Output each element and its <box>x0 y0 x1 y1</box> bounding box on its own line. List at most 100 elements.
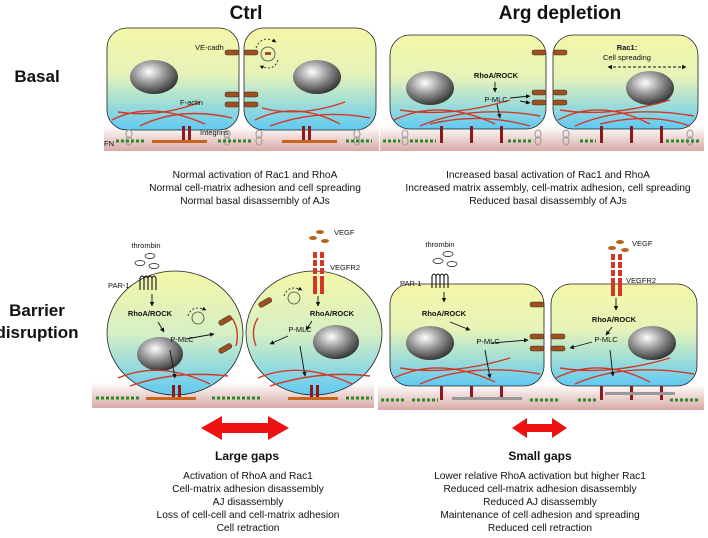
label-small-gaps: Small gaps <box>508 449 572 463</box>
caption-barrier-ctrl: Activation of RhoA and Rac1 Cell-matrix … <box>157 471 340 534</box>
label-rhoa-rock: RhoA/ROCK <box>422 309 467 318</box>
matrix-fiber <box>452 397 522 400</box>
integrin-stalks <box>172 385 319 399</box>
par1-receptor <box>431 273 449 288</box>
label-rhoa-rock: RhoA/ROCK <box>474 71 519 80</box>
fibronectin-bar <box>282 140 337 143</box>
caption-line: Normal basal disassembly of AJs <box>180 196 329 207</box>
nucleus <box>293 60 341 94</box>
cell-left <box>389 34 547 130</box>
endocytosis-cycle <box>187 286 303 325</box>
caption-line: Increased basal activation of Rac1 and R… <box>446 170 650 181</box>
label-p-mlc: P-MLC <box>484 95 508 104</box>
cell-right <box>552 34 699 130</box>
thrombin-molecules <box>432 251 458 267</box>
actin-fibers <box>393 99 695 127</box>
caption-barrier-arg: Lower relative RhoA activation but highe… <box>434 471 646 534</box>
thrombin-molecules <box>134 253 160 269</box>
panel-basal-ctrl: VE-cadh F-actin Integrins FN <box>104 27 379 151</box>
vegf-molecules <box>309 230 329 243</box>
matrix-layer <box>378 384 704 410</box>
signaling-arrows <box>149 294 321 379</box>
ve-cadherin-junction <box>531 49 568 106</box>
caption-line: Activation of RhoA and Rac1 <box>183 471 313 482</box>
signaling-arrows <box>492 64 687 119</box>
caption-line: Reduced AJ disassembly <box>483 497 598 508</box>
caption-basal-arg: Increased basal activation of Rac1 and R… <box>405 170 691 207</box>
ve-cadherin-junction <box>224 49 259 108</box>
label-rhoa-rock: RhoA/ROCK <box>310 309 355 318</box>
label-fn: FN <box>104 139 114 148</box>
label-p-mlc: P-MLC <box>476 337 500 346</box>
caption-line: Cell retraction <box>217 523 280 534</box>
integrin-stalks <box>182 126 311 143</box>
caption-line: Maintenance of cell adhesion and spreadi… <box>440 510 640 521</box>
label-thrombin: thrombin <box>425 240 454 249</box>
nucleus <box>628 326 676 360</box>
endocytosis-cycle <box>255 38 279 70</box>
nucleus <box>406 326 454 360</box>
fibronectin-bar <box>152 140 207 143</box>
nucleus <box>626 71 674 105</box>
label-integrins: Integrins <box>200 128 229 137</box>
label-rhoa-rock: RhoA/ROCK <box>128 309 173 318</box>
actin-fibers <box>111 101 371 127</box>
large-gap-arrow <box>201 416 289 440</box>
vegf-molecules <box>608 240 629 252</box>
caption-line: Increased matrix assembly, cell-matrix a… <box>405 183 691 194</box>
caption-line: Cell-matrix adhesion disassembly <box>172 484 325 495</box>
panel-basal-arg: RhoA/ROCK P-MLC Rac1: Cell spreading <box>380 34 704 151</box>
caption-line: Reduced cell-matrix adhesion disassembly <box>443 484 637 495</box>
label-p-mlc: P-MLC <box>288 325 312 334</box>
nucleus <box>130 60 178 94</box>
panel-barrier-ctrl: thrombin PAR-1 RhoA/ROCK P-MLC VEGF VEGF… <box>92 228 383 408</box>
label-par1: PAR-1 <box>400 279 422 288</box>
par1-receptor <box>139 275 157 290</box>
label-vegfr2: VEGFR2 <box>330 263 360 272</box>
row-label-barrier-2: disruption <box>0 323 79 342</box>
nucleus <box>137 337 183 371</box>
label-ve-cadh: VE-cadh <box>195 43 224 52</box>
column-header-arg-depletion: Arg depletion <box>499 3 621 24</box>
fibronectin-bar <box>146 397 196 400</box>
caption-line: AJ disassembly <box>213 497 285 508</box>
nucleus <box>406 71 454 105</box>
matrix-fiber <box>605 392 675 395</box>
small-gap-arrow <box>512 418 567 438</box>
label-rac1: Rac1: <box>617 43 637 52</box>
label-f-actin: F-actin <box>180 98 203 107</box>
row-label-barrier-1: Barrier <box>9 301 65 320</box>
caption-line: Normal cell-matrix adhesion and cell spr… <box>149 183 361 194</box>
caption-line: Normal activation of Rac1 and RhoA <box>173 170 338 181</box>
label-large-gaps: Large gaps <box>215 449 279 463</box>
integrin-stalks <box>440 126 663 143</box>
label-p-mlc: P-MLC <box>170 335 194 344</box>
label-thrombin: thrombin <box>131 241 160 250</box>
label-p-mlc: P-MLC <box>594 335 618 344</box>
actin-fibers <box>393 357 695 385</box>
matrix-layer <box>380 126 704 151</box>
label-par1: PAR-1 <box>108 281 130 290</box>
nucleus <box>313 325 359 359</box>
label-vegf: VEGF <box>632 239 653 248</box>
caption-line: Lower relative RhoA activation but highe… <box>434 471 646 482</box>
actin-fibers <box>117 317 371 387</box>
panel-barrier-arg: thrombin PAR-1 RhoA/ROCK P-MLC VEGF VEGF… <box>378 239 704 410</box>
label-vegfr2: VEGFR2 <box>626 276 656 285</box>
caption-basal-ctrl: Normal activation of Rac1 and RhoA Norma… <box>149 170 361 207</box>
ve-cadherin-junction <box>529 301 566 352</box>
label-rhoa-rock: RhoA/ROCK <box>592 315 637 324</box>
vegfr2-receptor <box>611 254 622 296</box>
caption-line: Reduced cell retraction <box>488 523 592 534</box>
label-cell-spreading: Cell spreading <box>603 53 651 62</box>
ve-cadherin-junction <box>218 297 273 354</box>
fibronectin-bar <box>288 397 338 400</box>
column-header-ctrl: Ctrl <box>230 3 263 24</box>
vegfr2-receptor <box>313 252 324 294</box>
caption-line: Reduced basal disassembly of AJs <box>469 196 626 207</box>
caption-line: Loss of cell-cell and cell-matrix adhesi… <box>157 510 340 521</box>
label-vegf: VEGF <box>334 228 355 237</box>
signaling-arrows <box>441 292 619 379</box>
row-label-basal: Basal <box>14 67 59 86</box>
